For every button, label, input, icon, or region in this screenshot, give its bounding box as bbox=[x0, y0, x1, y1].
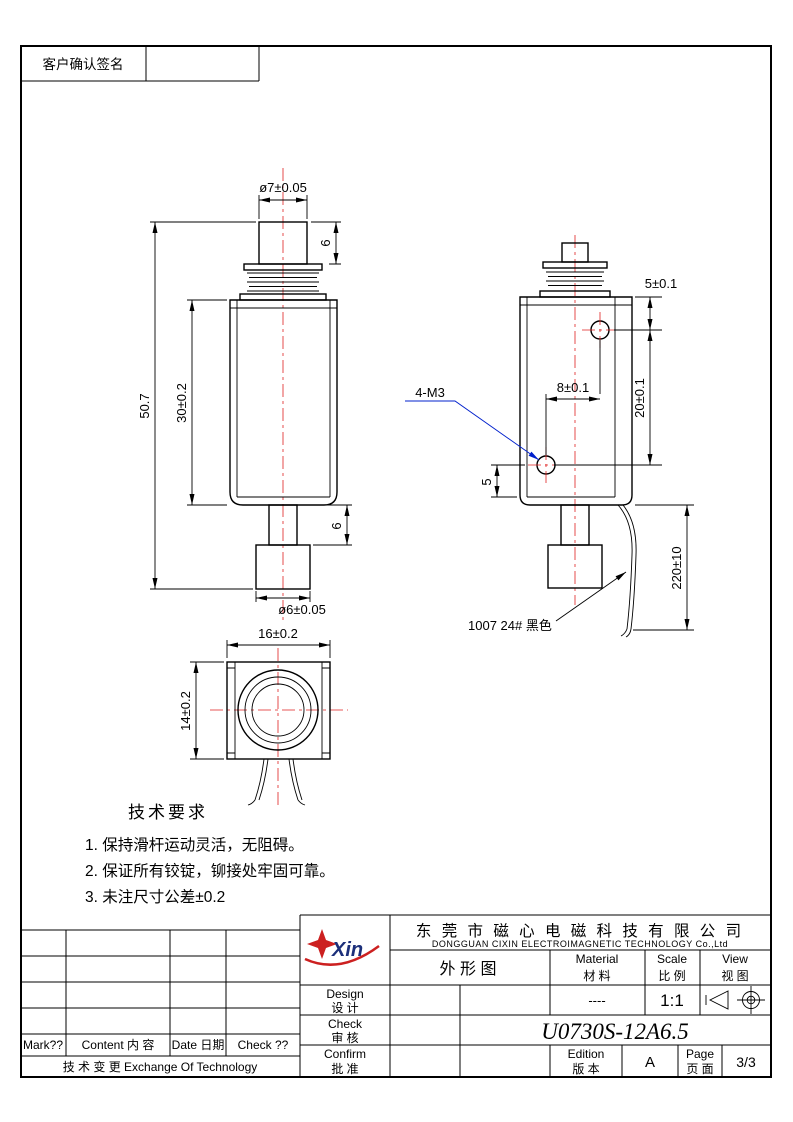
material-label-en: Material bbox=[576, 952, 619, 966]
dim-side-hole-to-base: 5 bbox=[479, 478, 494, 485]
front-view-dimensions: ø7±0.05 6 50.7 30±0.2 6 ø6±0.05 bbox=[137, 180, 352, 617]
dim-front-bottom-diameter: ø6±0.05 bbox=[278, 602, 326, 617]
confirm-label-en: Confirm bbox=[324, 1047, 366, 1061]
page-label-cn: 页 面 bbox=[686, 1062, 713, 1076]
lead-spec-leader-arrow bbox=[555, 571, 627, 622]
part-number: U0730S-12A6.5 bbox=[541, 1019, 689, 1044]
tech-req-item-2: 2. 保证所有铰锭，铆接处牢固可靠。 bbox=[85, 862, 335, 880]
check-label-cn: 审 核 bbox=[331, 1030, 358, 1045]
bottom-view bbox=[210, 648, 348, 806]
design-label-cn: 设 计 bbox=[331, 1001, 358, 1015]
lead-spec-label: 1007 24# 黑色 bbox=[468, 618, 552, 633]
dim-front-body: 30±0.2 bbox=[174, 383, 189, 423]
tech-req-item-1: 1. 保持滑杆运动灵活，无阻碍。 bbox=[85, 836, 304, 854]
edition-value: A bbox=[645, 1054, 655, 1071]
cixin-logo: Xin bbox=[304, 929, 380, 966]
logo-text: Xin bbox=[331, 939, 363, 961]
customer-sign-label: 客户确认签名 bbox=[43, 56, 124, 72]
dim-front-bottom-stroke: 6 bbox=[329, 522, 344, 529]
dim-side-hole-pitch-v: 20±0.1 bbox=[632, 378, 647, 418]
edition-label-en: Edition bbox=[568, 1047, 605, 1061]
check-label-en: Check bbox=[328, 1017, 363, 1031]
revision-content-header: Content 内 容 bbox=[82, 1037, 155, 1052]
revision-table: Mark?? Content 内 容 Date 日期 Check ?? 技 术 … bbox=[21, 929, 300, 1074]
drawing-type-label: 外 形 图 bbox=[440, 960, 497, 978]
exchange-of-technology-label: 技 术 变 更 Exchange Of Technology bbox=[63, 1059, 258, 1074]
logo-star-icon bbox=[307, 929, 337, 959]
scale-label-cn: 比 例 bbox=[658, 969, 685, 983]
logo-swoosh bbox=[304, 944, 380, 966]
side-view-dimensions: 5±0.1 20±0.1 8±0.1 4-M3 5 220±10 1007 24… bbox=[405, 276, 694, 633]
scale-label-en: Scale bbox=[657, 952, 687, 966]
dim-bottom-depth: 14±0.2 bbox=[178, 691, 193, 731]
edition-label-cn: 版 本 bbox=[572, 1062, 599, 1076]
bottom-view-dimensions: 16±0.2 14±0.2 bbox=[178, 626, 331, 760]
thread-callout: 4-M3 bbox=[415, 385, 445, 400]
revision-date-header: Date 日期 bbox=[172, 1038, 225, 1052]
title-block: Xin 东 莞 市 磁 心 电 磁 科 技 有 限 公 司 DONGGUAN C… bbox=[299, 914, 771, 1077]
design-label-en: Design bbox=[326, 987, 363, 1001]
material-label-cn: 材 料 bbox=[583, 969, 610, 983]
view-label-cn: 视 图 bbox=[721, 968, 748, 983]
scale-value: 1:1 bbox=[660, 991, 684, 1010]
page-value: 3/3 bbox=[736, 1054, 756, 1070]
dim-bottom-width: 16±0.2 bbox=[258, 626, 298, 641]
tech-req-title: 技术要求 bbox=[128, 803, 208, 822]
confirm-label-cn: 批 准 bbox=[331, 1061, 358, 1076]
revision-mark-header: Mark?? bbox=[23, 1038, 63, 1052]
bottom-lead-wires bbox=[247, 758, 306, 806]
page-label-en: Page bbox=[686, 1047, 714, 1061]
customer-sign-table: 客户确认签名 bbox=[21, 46, 260, 82]
dim-side-hole-pitch-h: 8±0.1 bbox=[557, 380, 589, 395]
lead-wire bbox=[617, 504, 637, 638]
technical-requirements: 技术要求 1. 保持滑杆运动灵活，无阻碍。 2. 保证所有铰锭，铆接处牢固可靠。… bbox=[85, 803, 335, 906]
dim-lead-length: 220±10 bbox=[669, 546, 684, 589]
front-view bbox=[229, 168, 338, 622]
company-name-en: DONGGUAN CIXIN ELECTROIMAGNETIC TECHNOLO… bbox=[432, 939, 728, 949]
sheet-border bbox=[20, 45, 772, 1078]
dim-front-top-diameter: ø7±0.05 bbox=[259, 180, 307, 195]
tech-req-item-3: 3. 未注尺寸公差±0.2 bbox=[85, 888, 225, 906]
material-value: ---- bbox=[588, 993, 605, 1008]
company-name-cn: 东 莞 市 磁 心 电 磁 科 技 有 限 公 司 bbox=[416, 922, 744, 940]
dim-side-edge-to-hole: 5±0.1 bbox=[645, 276, 677, 291]
dim-front-top-stroke: 6 bbox=[318, 239, 333, 246]
side-view bbox=[519, 235, 637, 638]
view-label-en: View bbox=[722, 952, 748, 966]
dim-front-overall: 50.7 bbox=[137, 393, 152, 418]
thread-leader-arrow bbox=[405, 400, 540, 461]
first-angle-projection-symbol bbox=[705, 986, 765, 1014]
revision-check-header: Check ?? bbox=[238, 1038, 289, 1052]
